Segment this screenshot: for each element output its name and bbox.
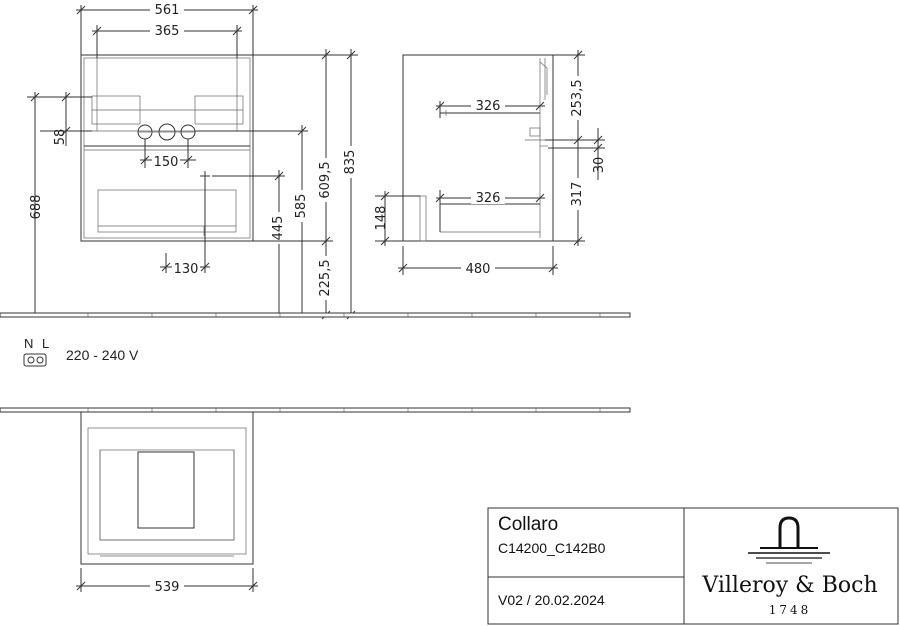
title-block: Collaro C14200_C142B0 V02 / 20.02.2024 V… [487,507,899,625]
front-view: 561 365 150 130 58 688 [27,2,358,320]
brand-name: Villeroy & Boch [701,573,877,598]
dim-688: 688 [29,195,44,220]
socket-l-label: L [42,336,49,351]
dim-150: 150 [154,155,179,170]
dim-445: 445 [271,216,286,241]
dim-225-5: 225,5 [318,259,333,296]
dim-253-5: 253,5 [570,79,585,116]
dim-365: 365 [155,24,180,39]
product-name: Collaro [498,514,558,535]
dim-148: 148 [374,206,389,231]
dim-480: 480 [466,262,491,277]
dim-30: 30 [592,157,607,174]
top-basin-cutout [137,451,195,529]
top-view: 539 [0,407,631,595]
version-date: V02 / 20.02.2024 [498,592,605,608]
dim-326-top: 326 [476,99,501,114]
front-cabinet-outline [80,54,254,242]
floor-line [0,312,631,318]
dim-317: 317 [570,182,585,207]
brand-year: 1748 [769,603,812,617]
product-code: C14200_C142B0 [498,540,606,556]
socket-n-label: N [24,336,33,351]
dim-58: 58 [53,129,68,146]
brand-logo-icon [748,516,830,564]
dim-609-5: 609,5 [318,161,333,198]
side-cabinet-outline [402,54,554,242]
socket-legend: N L 220 - 240 V [23,336,139,367]
dim-585: 585 [294,194,309,219]
top-cabinet-outline [80,411,254,565]
dim-326-bottom: 326 [476,191,501,206]
dim-539: 539 [155,580,180,595]
socket-icon [23,353,47,367]
dim-561: 561 [155,3,180,18]
dim-130: 130 [174,262,199,277]
voltage-label: 220 - 240 V [66,347,139,363]
side-view: 326 326 480 148 253,5 30 [374,50,607,277]
dim-835: 835 [343,150,358,175]
